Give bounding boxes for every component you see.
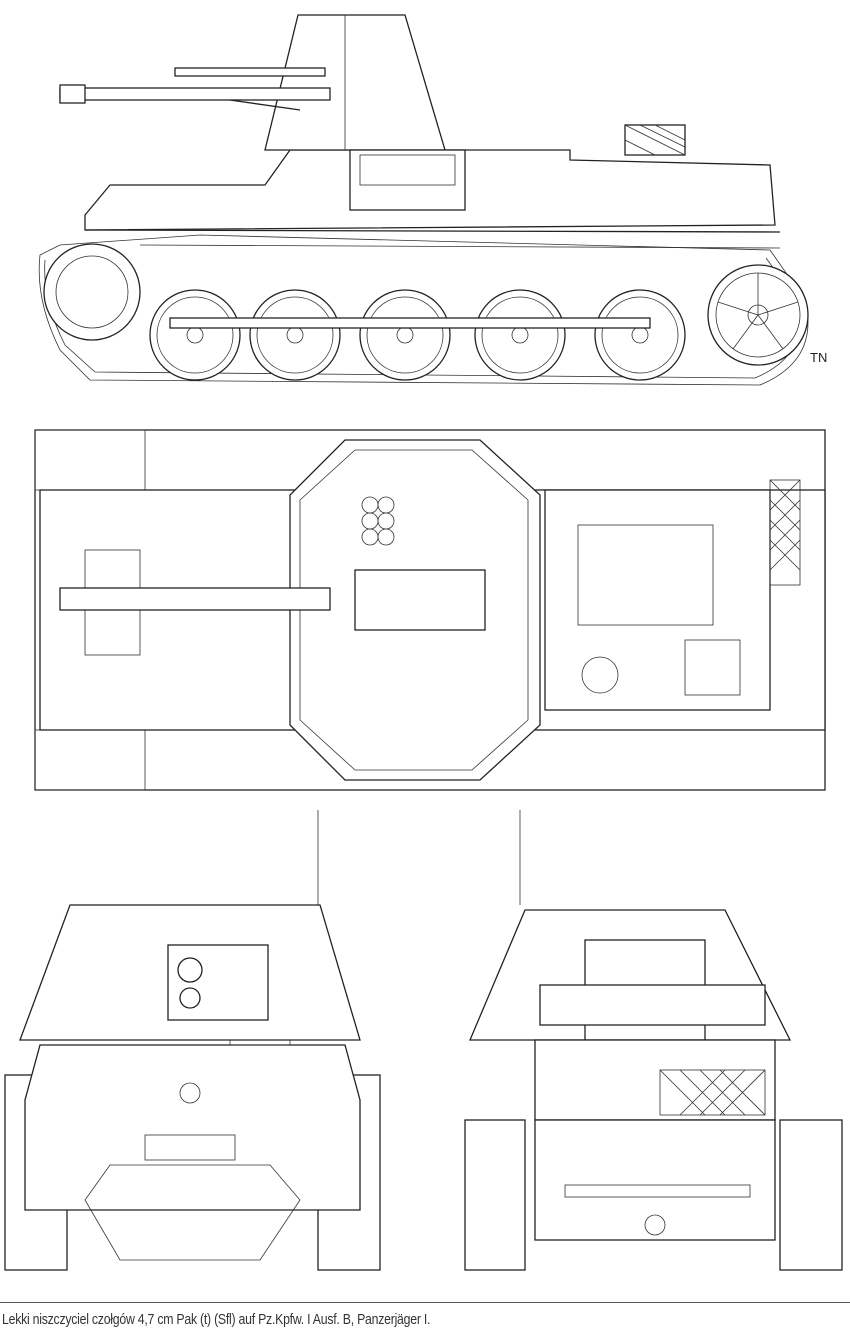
gun-bore (177, 957, 203, 983)
signature: TN (810, 350, 827, 365)
road-wheel (249, 289, 341, 381)
fender-line (139, 244, 781, 249)
rear-view (464, 810, 843, 1271)
ammo-rack (361, 496, 395, 546)
road-wheel (359, 289, 451, 381)
road-wheel (474, 289, 566, 381)
deck-grille (684, 639, 741, 696)
front-view (4, 810, 381, 1271)
road-wheel-rim (366, 296, 444, 374)
rear-grille-mesh (769, 479, 801, 571)
glacis-plate (84, 1164, 301, 1261)
front-hull (24, 1044, 361, 1211)
rear-hull (534, 1039, 776, 1121)
girder (169, 317, 651, 329)
technical-drawing: TN (4, 14, 843, 1271)
ammo-round (377, 528, 395, 546)
caption-divider (0, 1302, 850, 1303)
sight-port (179, 987, 201, 1009)
track-rear-right (779, 1119, 843, 1271)
road-wheel-rim (481, 296, 559, 374)
tow-hook (644, 1214, 666, 1236)
rear-grille (769, 479, 801, 586)
gun-shield (264, 14, 446, 151)
hatch (359, 154, 456, 186)
engine-deck (544, 489, 771, 711)
headlight (179, 1082, 201, 1104)
filler-cap (581, 656, 619, 694)
gun-breech (354, 569, 486, 631)
grille-mesh (624, 124, 686, 156)
road-wheel (594, 289, 686, 381)
drive-sprocket-inner (55, 255, 129, 329)
track-rear-left (464, 1119, 526, 1271)
exhaust-bar (564, 1184, 751, 1198)
gun-barrel-top (59, 587, 331, 611)
fighting-compartment-inner (299, 449, 529, 771)
gun-barrel (59, 87, 331, 101)
drive-sprocket (43, 243, 141, 341)
road-wheel (149, 289, 241, 381)
rear-grille-panel-mesh (659, 1069, 766, 1116)
side-view: TN (38, 14, 827, 386)
recoil-cylinder (174, 67, 326, 77)
tow-bracket (144, 1134, 236, 1161)
hull-edge (84, 229, 781, 233)
gun-brace (229, 99, 301, 111)
rear-plate (534, 1119, 776, 1241)
road-wheels (149, 289, 686, 381)
top-view (34, 429, 826, 791)
rear-grille-panel (659, 1069, 766, 1116)
caption: Lekki niszczyciel czołgów 4,7 cm Pak (t)… (2, 1311, 431, 1328)
engine-hatch (577, 524, 714, 626)
road-wheel-rim (256, 296, 334, 374)
idler-spokes (717, 273, 799, 350)
road-wheel-rim (156, 296, 234, 374)
superstructure-panel (349, 149, 466, 211)
muzzle (59, 84, 86, 104)
gun-mantlet (167, 944, 269, 1021)
road-wheel-rim (601, 296, 679, 374)
rail (539, 984, 766, 1026)
